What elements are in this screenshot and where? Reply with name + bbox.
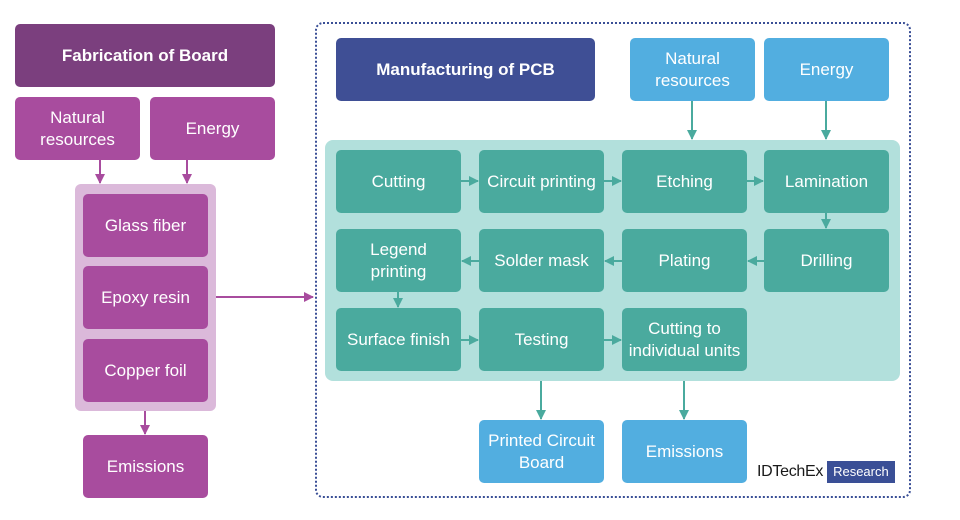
step-drilling: Drilling [764, 229, 889, 292]
mfg-input-energy: Energy [764, 38, 889, 101]
logo-main-text: IDTechEx [757, 463, 824, 480]
step-legend-printing: Legend printing [336, 229, 461, 292]
fabrication-title: Fabrication of Board [15, 24, 275, 87]
fab-input-natural-resources: Natural resources [15, 97, 140, 160]
idtechex-logo: IDTechEx Research [757, 461, 895, 483]
material-copper-foil: Copper foil [83, 339, 208, 402]
mfg-output-pcb: Printed Circuit Board [479, 420, 604, 483]
manufacturing-title: Manufacturing of PCB [336, 38, 595, 101]
step-testing: Testing [479, 308, 604, 371]
material-epoxy-resin: Epoxy resin [83, 266, 208, 329]
material-glass-fiber: Glass fiber [83, 194, 208, 257]
step-cutting: Cutting [336, 150, 461, 213]
step-surface-finish: Surface finish [336, 308, 461, 371]
step-solder-mask: Solder mask [479, 229, 604, 292]
step-plating: Plating [622, 229, 747, 292]
step-circuit-printing: Circuit printing [479, 150, 604, 213]
manufacturing-container [315, 22, 911, 498]
mfg-output-emissions: Emissions [622, 420, 747, 483]
logo-sub-text: Research [827, 461, 895, 483]
fab-output-emissions: Emissions [83, 435, 208, 498]
step-etching: Etching [622, 150, 747, 213]
step-cutting-to-units: Cutting to individual units [622, 308, 747, 371]
fab-input-energy: Energy [150, 97, 275, 160]
step-lamination: Lamination [764, 150, 889, 213]
mfg-input-natural-resources: Natural resources [630, 38, 755, 101]
